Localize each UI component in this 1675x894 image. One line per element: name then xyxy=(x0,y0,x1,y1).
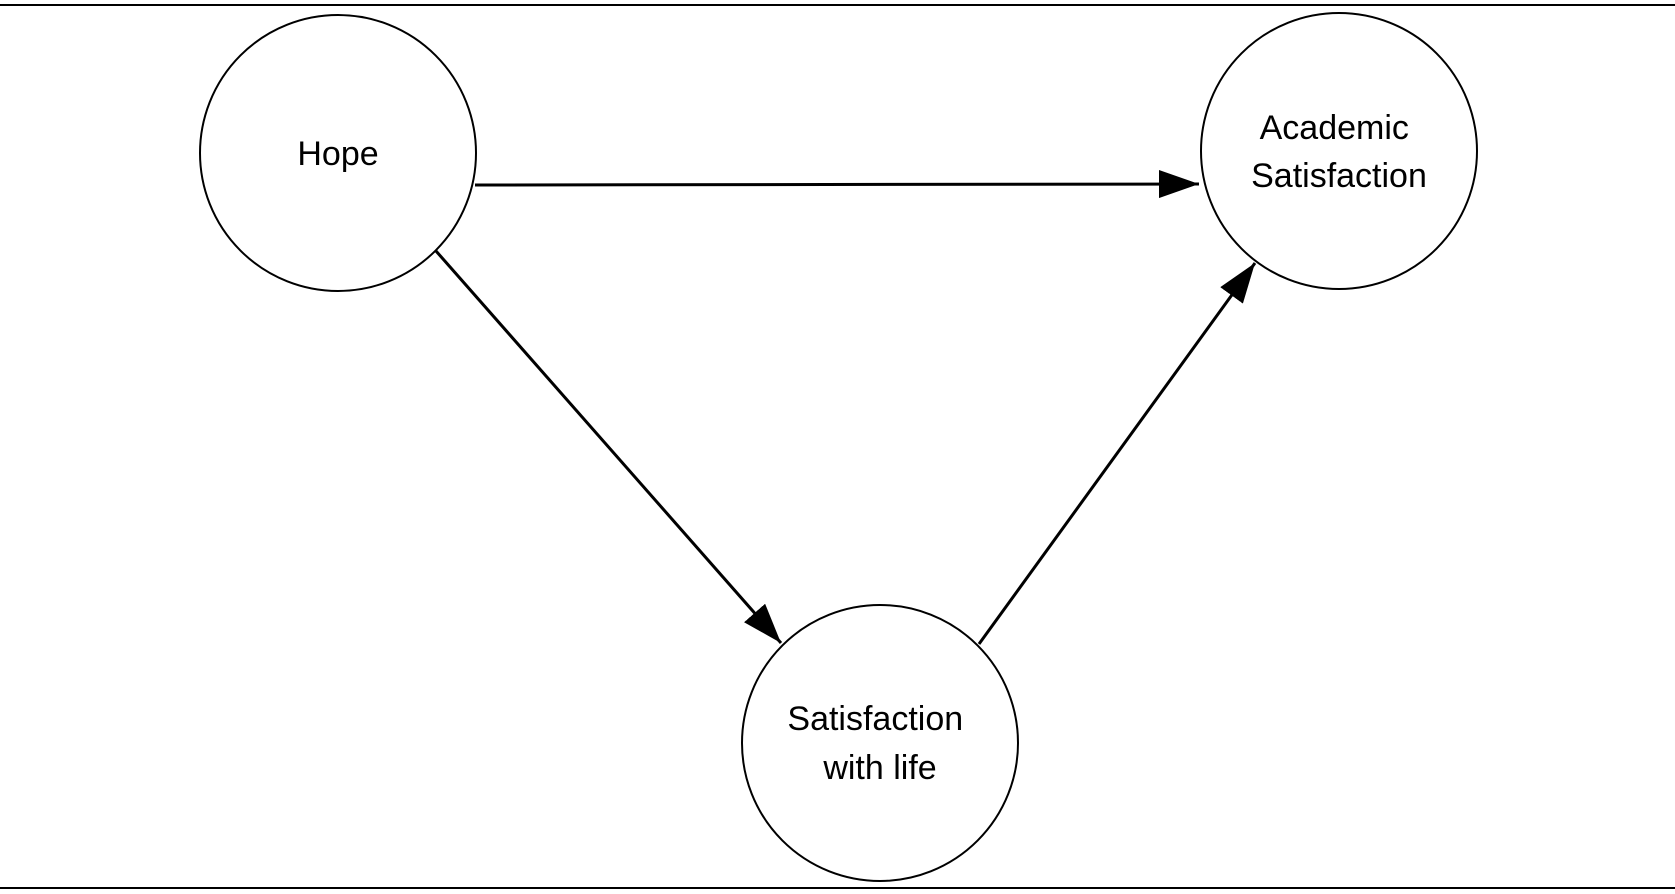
node-hope: Hope xyxy=(199,14,477,292)
edge-satisfaction-with-life-to-academic-satisfaction xyxy=(977,262,1257,645)
edge-hope-to-academic-satisfaction xyxy=(474,170,1200,199)
node-academic-satisfaction-circle xyxy=(1200,12,1478,290)
node-academic-satisfaction-label-line-2: Satisfaction xyxy=(1251,157,1427,195)
node-satisfaction-with-life: Satisfaction with life xyxy=(741,604,1019,882)
node-hope-circle xyxy=(199,14,477,292)
node-hope-label: Hope xyxy=(297,135,378,173)
node-academic-satisfaction: Academic Satisfaction xyxy=(1200,12,1478,290)
svg-text:Hope: Hope xyxy=(297,135,378,173)
node-satisfaction-with-life-circle xyxy=(741,604,1019,882)
node-satisfaction-with-life-label-line-1: Satisfaction xyxy=(787,700,963,738)
edge-hope-to-satisfaction-with-life xyxy=(434,250,783,644)
svg-text:Satisfaction with life: Satisfaction with life xyxy=(787,700,972,787)
node-academic-satisfaction-label-line-1: Academic xyxy=(1260,109,1409,147)
svg-text:Academic Satisfaction: Academic Satisfaction xyxy=(1251,109,1427,195)
node-satisfaction-with-life-label-line-2: with life xyxy=(822,749,936,787)
